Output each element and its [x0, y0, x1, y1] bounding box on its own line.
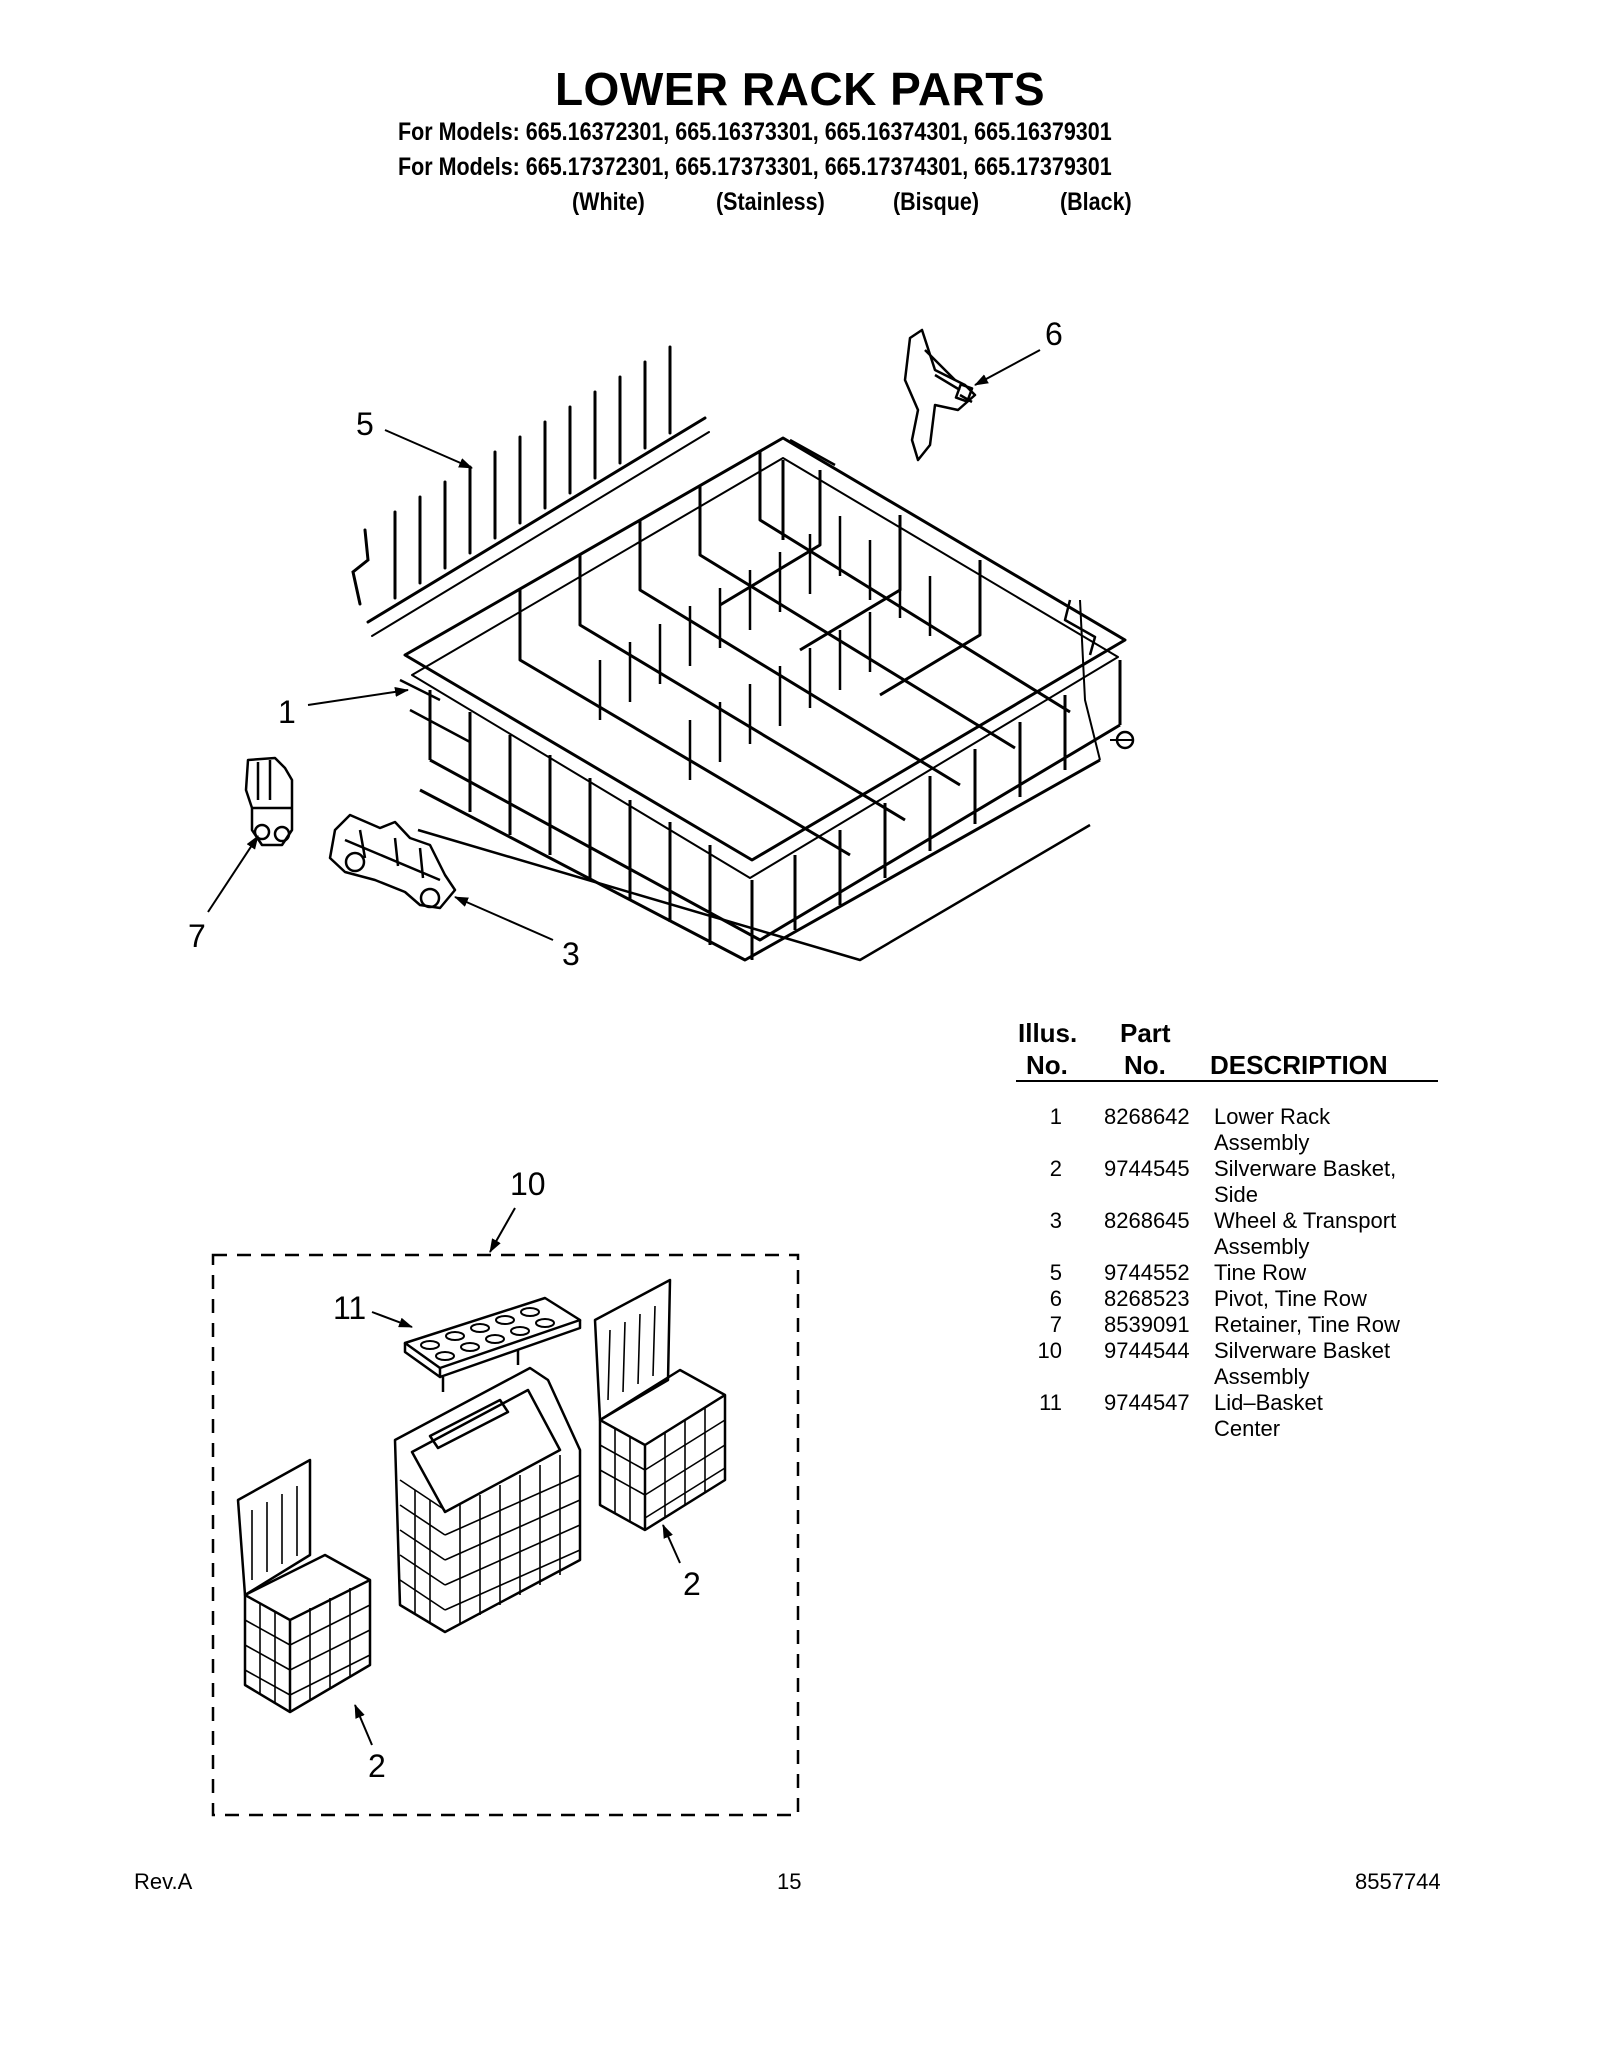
lid-basket-center-illustration [403, 1296, 582, 1392]
retainer-tine-row-illustration [244, 756, 294, 847]
row-part: 8539091 [1104, 1312, 1190, 1337]
row-part: 9744547 [1104, 1390, 1190, 1415]
footer-page-number: 15 [777, 1869, 802, 1894]
side-basket-left-illustration [236, 1458, 372, 1714]
callout-10: 10 [510, 1166, 546, 1202]
callout-1: 1 [278, 694, 296, 730]
row-desc-cont: Side [1214, 1182, 1259, 1207]
callout-7: 7 [188, 918, 206, 954]
row-illus: 2 [1049, 1156, 1062, 1181]
model-line-2: For Models: 665.17372301, 665.17373301, … [398, 153, 1112, 181]
row-illus: 3 [1049, 1208, 1062, 1233]
row-illus: 10 [1037, 1338, 1062, 1363]
callout-2-right: 2 [683, 1566, 701, 1602]
header-description: DESCRIPTION [1210, 1050, 1388, 1080]
table-header-rule [1016, 1080, 1438, 1082]
header-part-bottom: No. [1124, 1050, 1166, 1080]
footer-doc-number: 8557744 [1355, 1869, 1441, 1894]
leader-2-right [662, 1524, 681, 1564]
header-illus-bottom: No. [1026, 1050, 1068, 1080]
row-illus: 11 [1039, 1390, 1062, 1415]
row-desc: Silverware Basket, [1214, 1156, 1397, 1181]
callout-11: 11 [333, 1290, 367, 1326]
row-part: 8268645 [1104, 1208, 1190, 1233]
pivot-tine-row-illustration [903, 328, 977, 462]
leader-2-left [354, 1704, 373, 1746]
row-part: 8268523 [1104, 1286, 1190, 1311]
leader-3 [454, 896, 554, 941]
header-illus-top: Illus. [1018, 1018, 1078, 1048]
row-desc: Lid–Basket [1214, 1390, 1323, 1415]
row-illus: 7 [1049, 1312, 1062, 1337]
basket-assembly-boundary [211, 1253, 800, 1817]
callout-3: 3 [562, 936, 580, 972]
row-desc: Wheel & Transport [1214, 1208, 1397, 1233]
leader-11 [371, 1311, 413, 1328]
callout-2-left: 2 [368, 1748, 386, 1784]
callout-6: 6 [1045, 316, 1063, 352]
color-white: (White) [572, 188, 645, 216]
lower-rack-illustration [399, 436, 1135, 962]
row-desc-cont: Assembly [1214, 1234, 1310, 1259]
row-illus: 1 [1049, 1104, 1062, 1129]
footer-revision: Rev.A [134, 1869, 193, 1894]
row-desc-cont: Center [1214, 1416, 1281, 1441]
row-desc: Pivot, Tine Row [1214, 1286, 1367, 1311]
leader-6 [974, 349, 1041, 386]
row-desc: Lower Rack [1214, 1104, 1331, 1129]
color-stainless: (Stainless) [716, 188, 825, 216]
leader-10 [489, 1207, 516, 1253]
center-basket-illustration [393, 1366, 582, 1634]
leader-1 [307, 686, 409, 706]
row-part: 9744544 [1104, 1338, 1190, 1363]
row-desc: Retainer, Tine Row [1214, 1312, 1400, 1337]
side-basket-right-illustration [593, 1278, 727, 1532]
row-desc-cont: Assembly [1214, 1364, 1310, 1389]
row-desc-cont: Assembly [1214, 1130, 1310, 1155]
row-desc: Silverware Basket [1214, 1338, 1391, 1363]
row-desc: Tine Row [1214, 1260, 1307, 1285]
row-part: 9744552 [1104, 1260, 1190, 1285]
row-part: 9744545 [1104, 1156, 1190, 1181]
wheel-transport-illustration [328, 813, 457, 910]
color-black: (Black) [1060, 188, 1132, 216]
leader-7 [207, 835, 259, 913]
row-part: 8268642 [1104, 1104, 1190, 1129]
callout-5: 5 [356, 406, 374, 442]
model-line-1: For Models: 665.16372301, 665.16373301, … [398, 118, 1112, 146]
row-illus: 6 [1049, 1286, 1062, 1311]
page-title: LOWER RACK PARTS [554, 63, 1046, 115]
leader-5 [384, 429, 473, 469]
header-part-top: Part [1120, 1018, 1171, 1048]
row-illus: 5 [1049, 1260, 1062, 1285]
color-bisque: (Bisque) [893, 188, 979, 216]
tine-row-illustration [351, 345, 710, 637]
